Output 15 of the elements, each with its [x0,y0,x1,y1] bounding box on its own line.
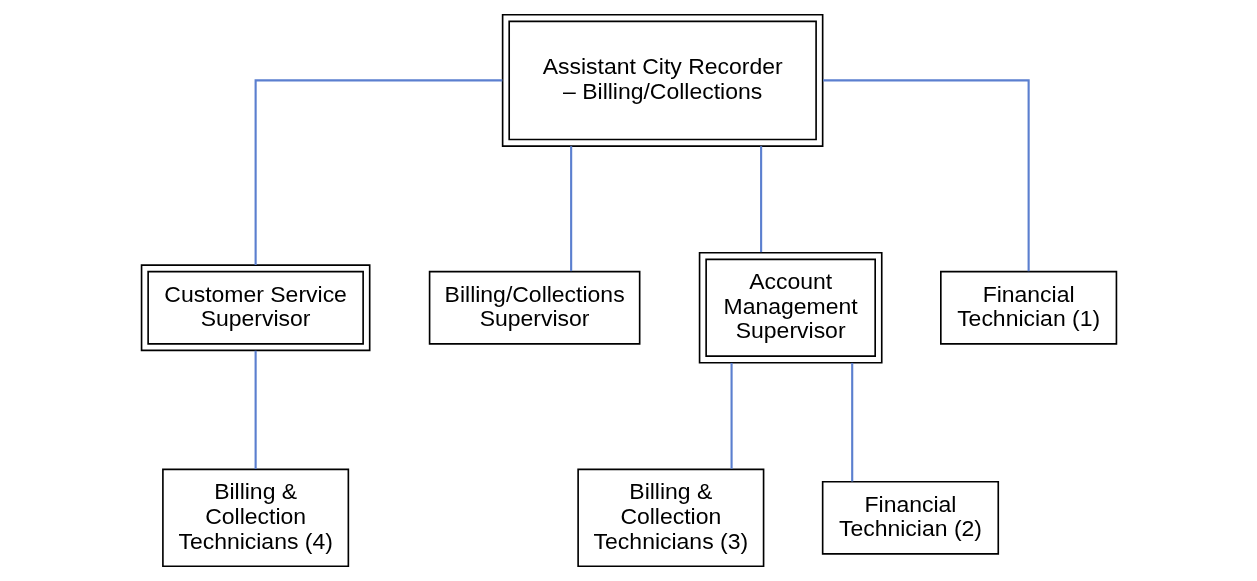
node-box: Billing & Collection Technicians (3) [576,468,764,568]
node-box: Financial Technician (1) [939,270,1117,345]
connector [254,79,502,265]
node-box: Billing/Collections Supervisor [428,270,640,345]
connector [850,362,853,482]
connector [730,362,733,469]
node-box: Billing & Collection Technicians (4) [161,468,349,568]
connector [759,146,762,253]
node-box: Financial Technician (2) [821,480,999,555]
connector [569,146,572,272]
connector [254,350,257,469]
node-box: Assistant City Recorder – Billing/Collections [501,13,823,147]
node-box: Customer Service Supervisor [140,264,370,352]
connector [822,79,1030,272]
node-box: Account Management Supervisor [698,251,883,364]
